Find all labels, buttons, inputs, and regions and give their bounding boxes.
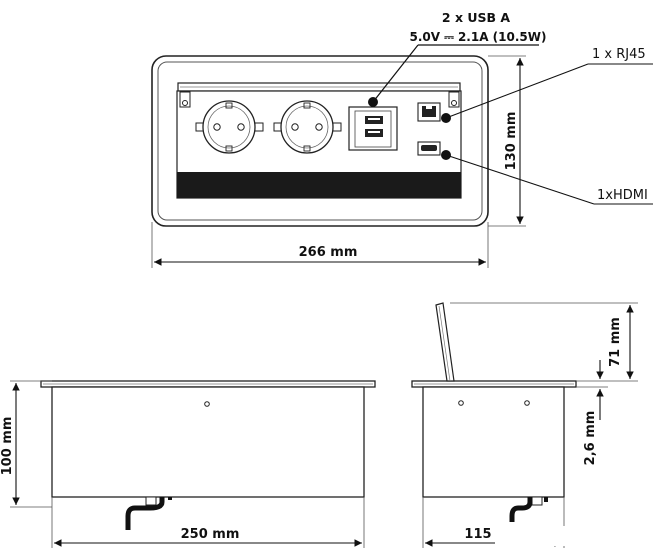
power-socket-1	[195, 100, 264, 154]
side-width-label: 115	[464, 527, 491, 542]
usb-title-label: 2 x USB A	[442, 10, 510, 25]
top-width-label: 266 mm	[299, 245, 358, 260]
top-view: 2 x USB A 5.0V ⎓ 2.1A (10.5W) 1 x RJ45 1…	[151, 10, 653, 268]
bottom-strip	[177, 172, 461, 198]
open-lid	[435, 302, 455, 382]
front-cable	[125, 496, 172, 530]
top-inner-frame	[157, 61, 483, 221]
front-body	[51, 386, 365, 498]
side-view: 71 mm 2,6 mm 115	[411, 302, 638, 548]
usb-module	[348, 106, 398, 151]
top-height-label: 130 mm	[504, 112, 519, 171]
side-flange-label: 2,6 mm	[583, 411, 598, 466]
side-body	[422, 386, 565, 498]
front-width-label: 250 mm	[181, 527, 240, 542]
hdmi-port	[417, 141, 441, 156]
side-cable	[509, 496, 548, 522]
rj45-port	[417, 102, 441, 122]
front-height-label: 100 mm	[0, 417, 15, 476]
rj45-label: 1 x RJ45	[592, 47, 646, 62]
usb-spec-label: 5.0V ⎓ 2.1A (10.5W)	[409, 30, 546, 44]
power-socket-2	[273, 100, 342, 154]
front-view: 100 mm 250 mm	[0, 380, 376, 548]
side-lid-label: 71 mm	[608, 317, 623, 367]
hdmi-label: 1xHDMI	[597, 188, 648, 203]
